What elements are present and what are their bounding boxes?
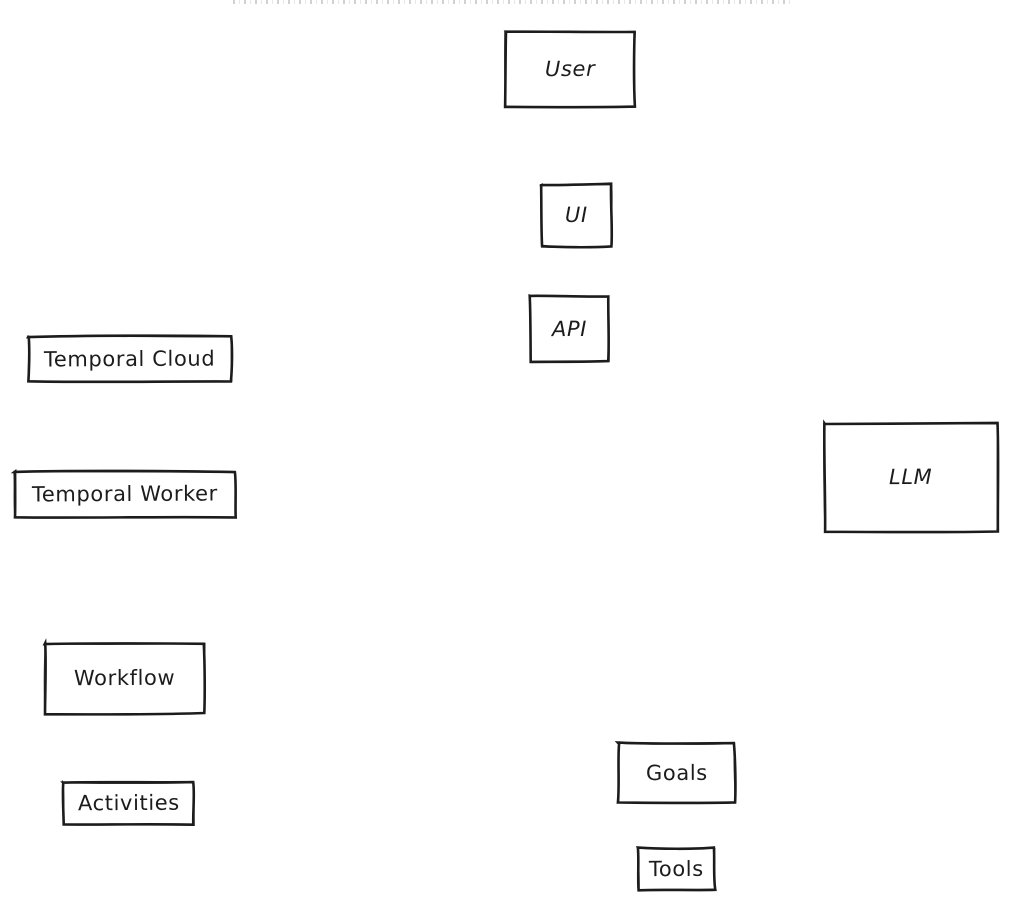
sketch-rectangle	[60, 779, 196, 827]
diagram-node-temporal-cloud: Temporal Cloud	[26, 334, 234, 384]
diagram-node-user: User	[503, 30, 637, 109]
diagram-node-ui: UI	[538, 182, 614, 249]
node-label-activities: Activities	[77, 790, 180, 816]
diagram-node-temporal-worker: Temporal Worker	[10, 469, 238, 520]
sketch-rectangle	[26, 334, 234, 384]
sketch-rectangle	[614, 741, 737, 805]
node-label-workflow: Workflow	[74, 665, 176, 691]
node-label-temporal-cloud: Temporal Cloud	[44, 346, 216, 371]
diagram-node-workflow: Workflow	[42, 638, 207, 716]
node-label-ui: UI	[565, 202, 588, 228]
diagram-node-goals: Goals	[614, 741, 737, 805]
sketch-rectangle	[538, 182, 614, 249]
node-label-goals: Goals	[645, 760, 708, 785]
node-label-api: API	[551, 316, 588, 341]
sketch-rectangle	[503, 30, 637, 109]
diagram-node-llm: LLM	[822, 419, 1000, 534]
cropped-title-text-remnant	[233, 0, 790, 4]
diagram-node-api: API	[528, 294, 611, 364]
diagram-node-tools: Tools	[635, 846, 717, 892]
diagram-node-activities: Activities	[60, 779, 196, 827]
sketch-rectangle	[822, 419, 1000, 534]
node-label-temporal-worker: Temporal Worker	[32, 481, 218, 507]
sketch-rectangle	[10, 469, 238, 519]
node-label-llm: LLM	[889, 464, 933, 490]
sketch-rectangle	[635, 846, 717, 892]
sketch-rectangle	[528, 294, 610, 364]
node-label-tools: Tools	[649, 856, 704, 881]
sketch-rectangle	[42, 638, 207, 716]
node-label-user: User	[544, 56, 596, 82]
